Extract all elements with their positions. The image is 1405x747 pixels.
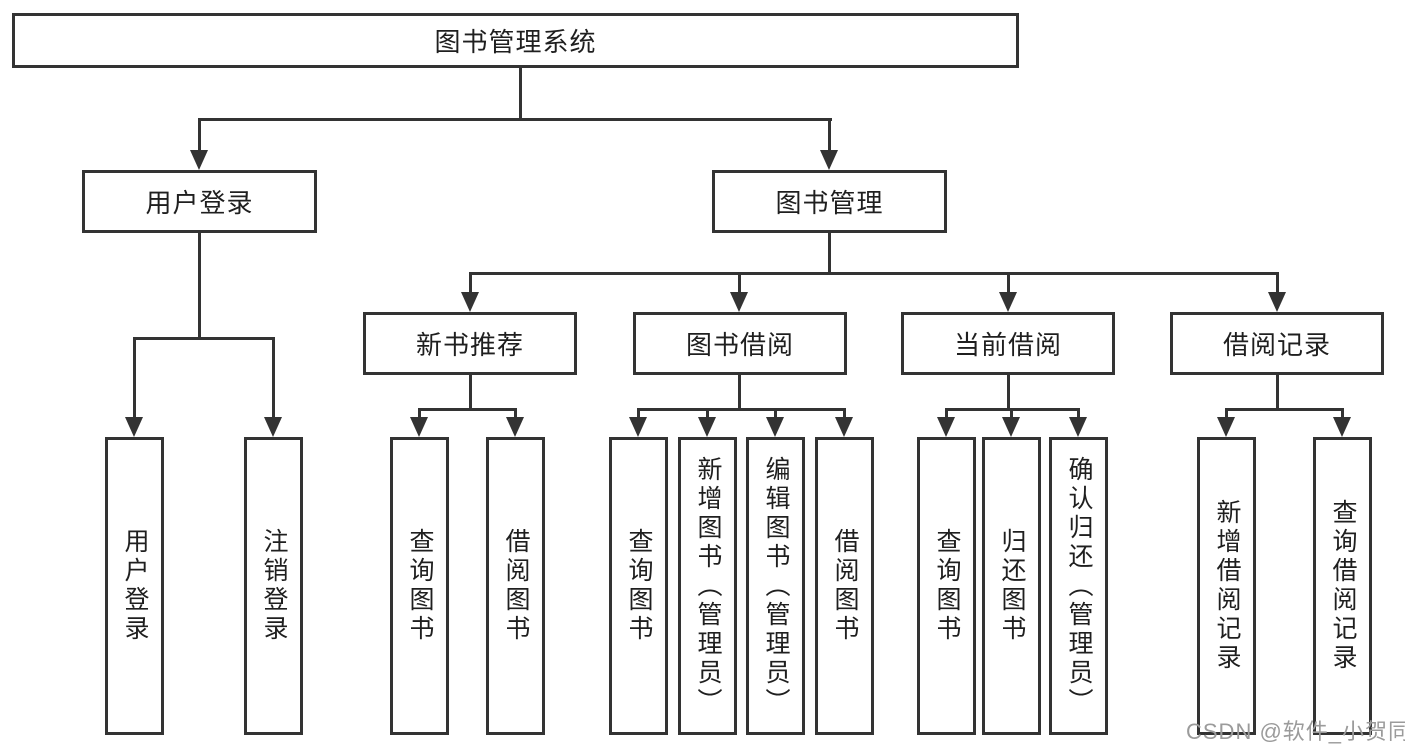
connector-user-login-stem xyxy=(198,118,201,152)
connector-modules-rail xyxy=(469,272,1279,275)
connector-module-stem xyxy=(738,272,741,296)
connector-leaf-stem xyxy=(774,408,777,421)
arrow-down-icon xyxy=(766,417,784,437)
node-book-borrowing: 图书借阅 xyxy=(633,312,847,375)
arrow-down-icon xyxy=(999,292,1017,312)
arrow-down-icon xyxy=(461,292,479,312)
connector-leaf-stem xyxy=(133,337,136,421)
connector-stem xyxy=(1276,375,1279,411)
arrow-down-icon xyxy=(264,417,282,437)
leaf-logout: 注销登录 xyxy=(244,437,303,735)
connector-login-stem xyxy=(198,233,201,340)
connector-rail xyxy=(418,408,517,411)
arrow-down-icon xyxy=(506,417,524,437)
arrow-down-icon xyxy=(937,417,955,437)
leaf-user-login: 用户登录 xyxy=(105,437,164,735)
arrow-down-icon xyxy=(698,417,716,437)
connector-stem xyxy=(1007,375,1010,411)
connector-leaf-stem xyxy=(1225,408,1228,421)
connector-mgmt-stem xyxy=(828,233,831,275)
connector-root-stem xyxy=(519,68,522,121)
connector-leaf-stem xyxy=(1341,408,1344,421)
leaf-borrow-books-recommend: 借阅图书 xyxy=(486,437,545,735)
node-new-book-recommend: 新书推荐 xyxy=(363,312,577,375)
connector-login-rail xyxy=(133,337,275,340)
connector-leaf-stem xyxy=(1077,408,1080,421)
leaf-query-borrow-record: 查询借阅记录 xyxy=(1313,437,1372,735)
connector-rail xyxy=(1225,408,1344,411)
node-current-borrowing: 当前借阅 xyxy=(901,312,1115,375)
leaf-query-books-borrowing: 查询图书 xyxy=(609,437,668,735)
arrow-down-icon xyxy=(1333,417,1351,437)
node-book-management: 图书管理 xyxy=(712,170,947,233)
arrow-down-icon xyxy=(1002,417,1020,437)
node-library-system: 图书管理系统 xyxy=(12,13,1019,68)
arrow-down-icon xyxy=(629,417,647,437)
connector-book-mgmt-stem xyxy=(828,118,831,152)
leaf-return-books: 归还图书 xyxy=(982,437,1041,735)
connector-stem xyxy=(469,375,472,411)
leaf-add-book-admin: 新增图书（管理员） xyxy=(678,437,737,735)
connector-leaf-stem xyxy=(272,337,275,421)
node-borrow-records: 借阅记录 xyxy=(1170,312,1384,375)
arrow-down-icon xyxy=(125,417,143,437)
leaf-edit-book-admin: 编辑图书（管理员） xyxy=(746,437,805,735)
connector-leaf-stem xyxy=(514,408,517,421)
connector-leaf-stem xyxy=(637,408,640,421)
connector-leaf-stem xyxy=(1010,408,1013,421)
arrow-down-icon xyxy=(1268,292,1286,312)
leaf-query-books-recommend: 查询图书 xyxy=(390,437,449,735)
arrow-down-icon xyxy=(730,292,748,312)
arrow-down-icon xyxy=(410,417,428,437)
connector-leaf-stem xyxy=(706,408,709,421)
connector-rail xyxy=(637,408,846,411)
leaf-add-borrow-record: 新增借阅记录 xyxy=(1197,437,1256,735)
connector-level1-rail xyxy=(198,118,832,121)
connector-module-stem xyxy=(469,272,472,296)
connector-leaf-stem xyxy=(843,408,846,421)
node-user-login-branch: 用户登录 xyxy=(82,170,317,233)
watermark: CSDN @软件_小贺同学 xyxy=(1186,719,1405,744)
connector-module-stem xyxy=(1007,272,1010,296)
arrow-down-icon xyxy=(1069,417,1087,437)
arrow-down-icon xyxy=(820,150,838,170)
arrow-down-icon xyxy=(835,417,853,437)
connector-leaf-stem xyxy=(945,408,948,421)
leaf-confirm-return-admin: 确认归还（管理员） xyxy=(1049,437,1108,735)
leaf-borrow-books-borrowing: 借阅图书 xyxy=(815,437,874,735)
connector-leaf-stem xyxy=(418,408,421,421)
connector-module-stem xyxy=(1276,272,1279,296)
leaf-query-books-current: 查询图书 xyxy=(917,437,976,735)
arrow-down-icon xyxy=(190,150,208,170)
arrow-down-icon xyxy=(1217,417,1235,437)
connector-stem xyxy=(738,375,741,411)
